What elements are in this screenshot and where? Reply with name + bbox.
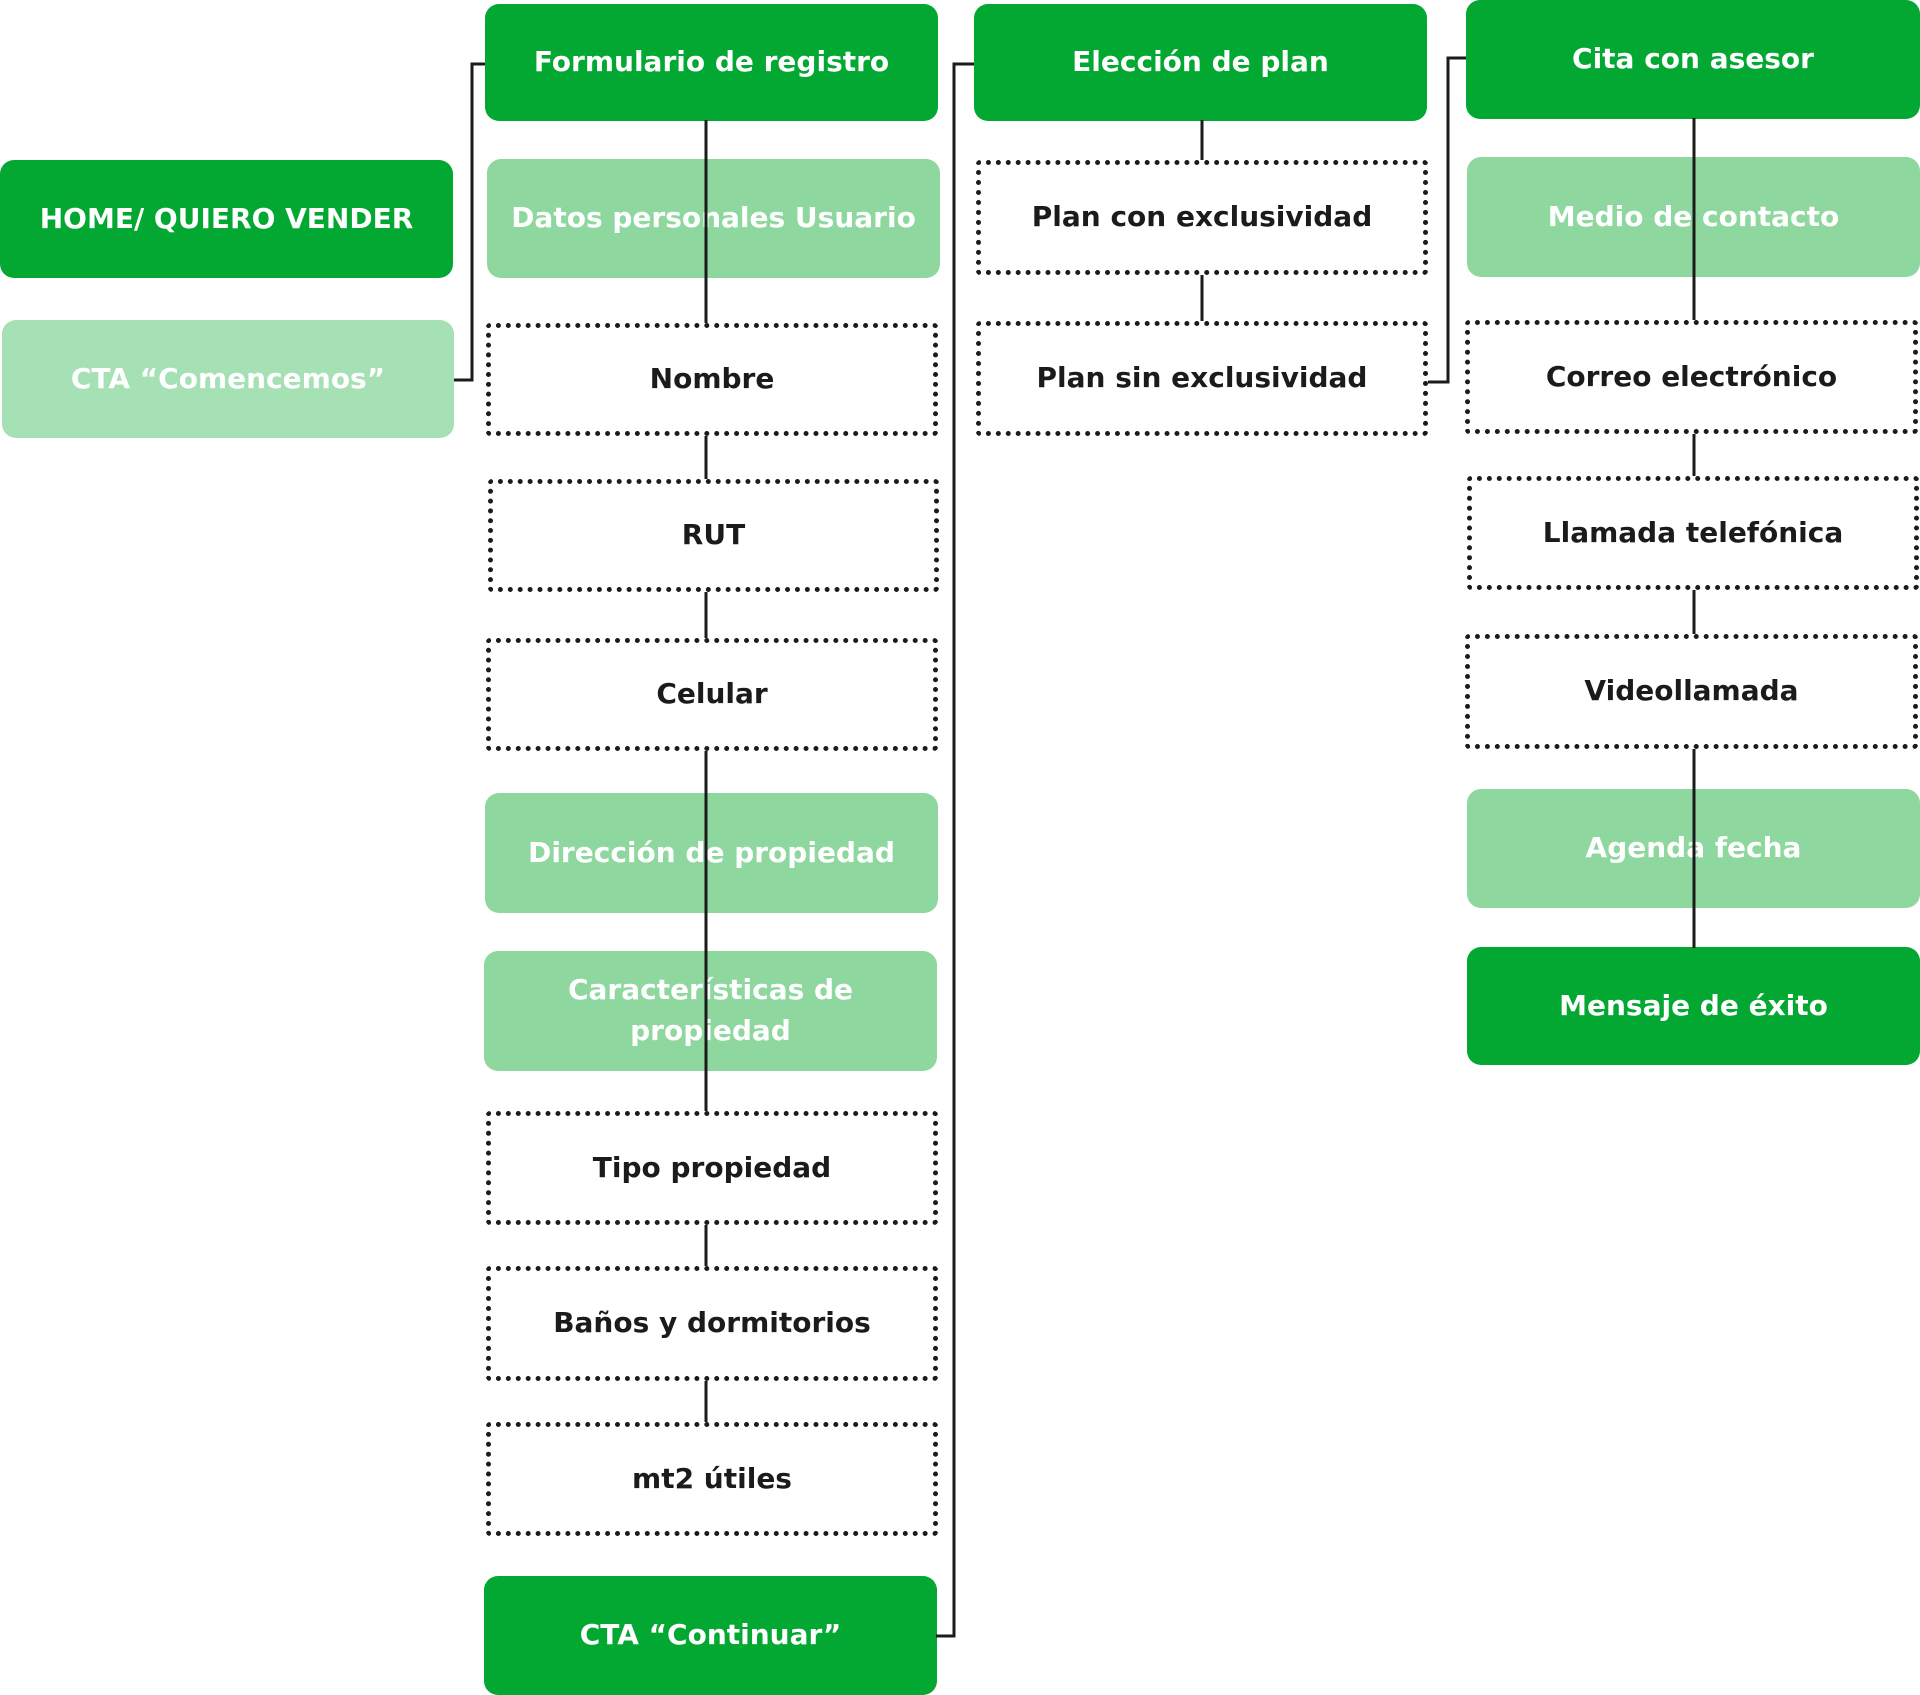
contact-method-section-node: Medio de contacto [1467,157,1920,277]
option-phone-node: Llamada telefónica [1467,476,1919,590]
address-section-node: Dirección de propiedad [485,793,938,913]
connector-plan-to-cita [1428,56,1466,384]
option-email-node: Correo electrónico [1465,320,1918,434]
field-nombre-node: Nombre [486,323,938,436]
connector-cta-to-registro [454,62,485,382]
success-message-node: Mensaje de éxito [1467,947,1920,1065]
features-section-node: Características de propiedad [484,951,937,1071]
option-video-node: Videollamada [1465,634,1918,749]
cta-continuar-node: CTA “Continuar” [484,1576,937,1695]
connector-continuar-to-plan [936,62,974,1638]
field-mt2-node: mt2 útiles [486,1422,938,1536]
plan-title-node: Elección de plan [974,4,1427,121]
field-tipo-node: Tipo propiedad [486,1111,938,1225]
personal-data-section-node: Datos personales Usuario [487,159,940,278]
cta-comencemos-node: CTA “Comencemos” [2,320,454,438]
cita-title-node: Cita con asesor [1466,0,1920,119]
schedule-section-node: Agenda fecha [1467,789,1920,908]
registro-title-node: Formulario de registro [485,4,938,121]
plan-exclusive-node: Plan con exclusividad [976,160,1428,275]
field-celular-node: Celular [486,638,938,751]
field-rut-node: RUT [488,479,939,592]
plan-non-exclusive-node: Plan sin exclusividad [976,321,1428,436]
field-banos-node: Baños y dormitorios [486,1266,938,1381]
home-node: HOME/ QUIERO VENDER [0,160,453,278]
